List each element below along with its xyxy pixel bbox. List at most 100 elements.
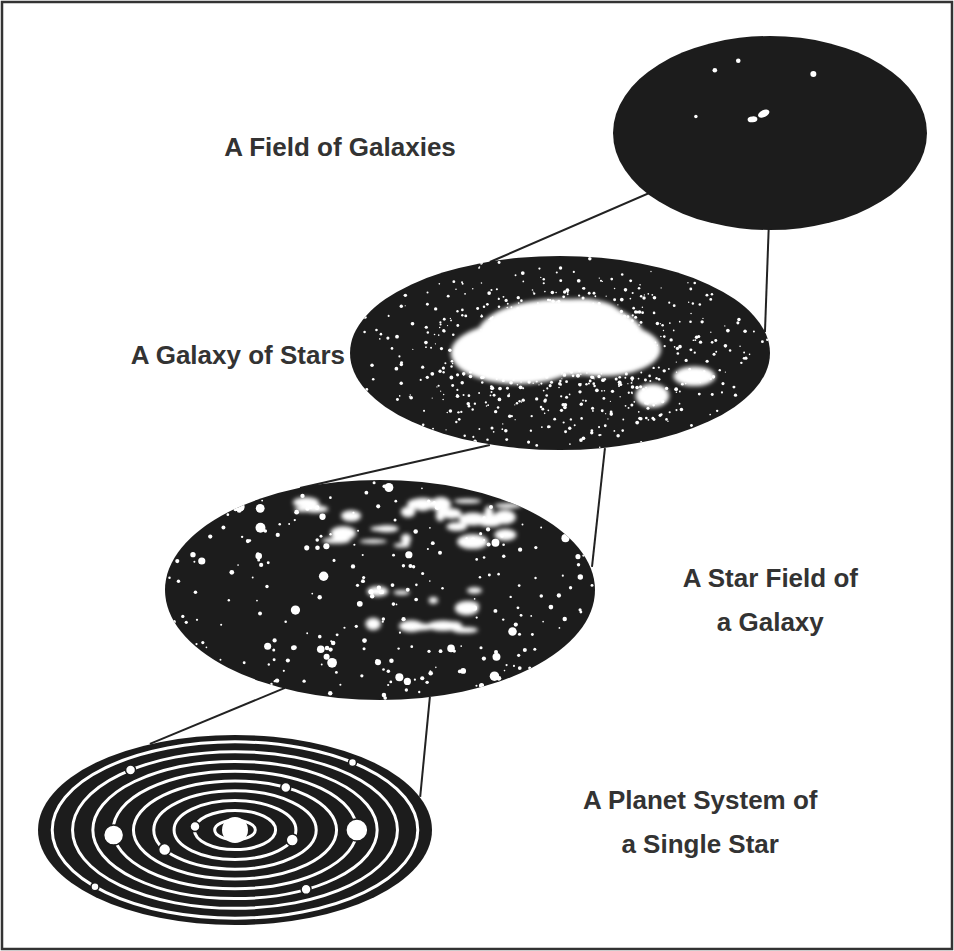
star-speck (208, 535, 212, 539)
star-speck (517, 384, 519, 386)
star-speck (317, 595, 321, 599)
star-speck (567, 293, 569, 295)
star-speck (411, 322, 413, 324)
star-speck (435, 667, 437, 669)
star-speck (638, 287, 641, 290)
star-speck (196, 619, 198, 621)
star-speck (324, 654, 330, 660)
nebula-patch (367, 586, 388, 596)
star-speck (276, 533, 280, 537)
star-speck (256, 552, 260, 556)
galaxy-core (451, 299, 716, 408)
ellipse-ground (350, 256, 770, 450)
star-speck (220, 624, 222, 626)
star-speck (625, 405, 627, 407)
star-speck (518, 584, 521, 587)
ellipse-content (52, 742, 418, 918)
star-speck (675, 409, 677, 411)
star-speck (648, 419, 650, 421)
star-speck (556, 272, 558, 274)
star-speck (514, 623, 518, 627)
star-speck (531, 415, 533, 417)
star-speck (219, 659, 221, 661)
star-speck (679, 321, 681, 323)
star-speck (673, 330, 675, 332)
star-speck (328, 691, 332, 695)
star-speck (610, 401, 611, 402)
scale-label: A Star Field of a Galaxy (678, 556, 863, 644)
star-speck (493, 431, 495, 433)
star-speck (561, 403, 564, 406)
star-speck (480, 262, 483, 265)
star-speck (463, 394, 465, 396)
star-speck (632, 314, 634, 316)
star-speck (602, 397, 605, 400)
star-speck (569, 586, 572, 589)
star-speck (593, 385, 596, 388)
star-speck (613, 298, 616, 301)
star-speck (371, 364, 373, 366)
star-speck (273, 638, 277, 642)
star-speck (177, 579, 180, 582)
star-speck (711, 341, 714, 344)
star-speck (472, 436, 474, 438)
star-speck (274, 680, 276, 682)
star-speck (432, 428, 434, 430)
star-speck (450, 319, 452, 321)
nebula-patch (429, 597, 438, 604)
star-speck (618, 384, 619, 385)
star-speck (365, 388, 368, 391)
star-speck (431, 541, 435, 545)
star-speck (400, 361, 403, 364)
star-speck (498, 305, 501, 308)
star-speck (650, 271, 651, 272)
star-speck (530, 430, 532, 432)
star-speck (427, 331, 429, 333)
star-speck (456, 310, 458, 312)
orbit-ring (52, 742, 418, 918)
star-speck (496, 288, 498, 290)
star-speck (599, 446, 601, 448)
star-speck (399, 632, 401, 634)
star-speck (460, 411, 462, 413)
star-speck (711, 393, 714, 396)
star-speck (627, 383, 628, 384)
star-speck (391, 347, 394, 350)
star-speck (421, 572, 424, 575)
star-speck (598, 426, 600, 428)
scale-label: A Galaxy of Stars (100, 333, 345, 377)
star-speck (427, 650, 430, 653)
star-speck (432, 397, 433, 398)
planet (159, 844, 171, 856)
star-speck (317, 645, 325, 653)
star-speck (653, 296, 657, 300)
star-speck (502, 554, 505, 557)
star-speck (185, 621, 188, 624)
scale-label: A Field of Galaxies (150, 125, 530, 169)
star-speck (481, 282, 483, 284)
star-speck (201, 641, 204, 644)
star-speck (375, 659, 381, 665)
star-speck (651, 294, 653, 296)
star-speck (436, 386, 437, 387)
star-speck (452, 333, 455, 336)
star-speck (475, 558, 478, 561)
star-speck (288, 523, 290, 525)
star-speck (640, 372, 642, 374)
star-speck (478, 392, 480, 394)
star-speck (497, 406, 500, 409)
star-speck (685, 359, 688, 362)
star-speck (327, 658, 337, 668)
star-speck (530, 615, 532, 617)
star-speck (600, 434, 602, 436)
star-speck (585, 383, 587, 385)
ellipse-ground (165, 480, 595, 700)
star-speck (373, 481, 376, 484)
star-speck (401, 617, 405, 621)
star-speck (356, 584, 359, 587)
star-speck (434, 307, 437, 310)
star-speck (591, 407, 594, 410)
orbit-ring (154, 791, 316, 869)
star-speck (442, 329, 445, 332)
